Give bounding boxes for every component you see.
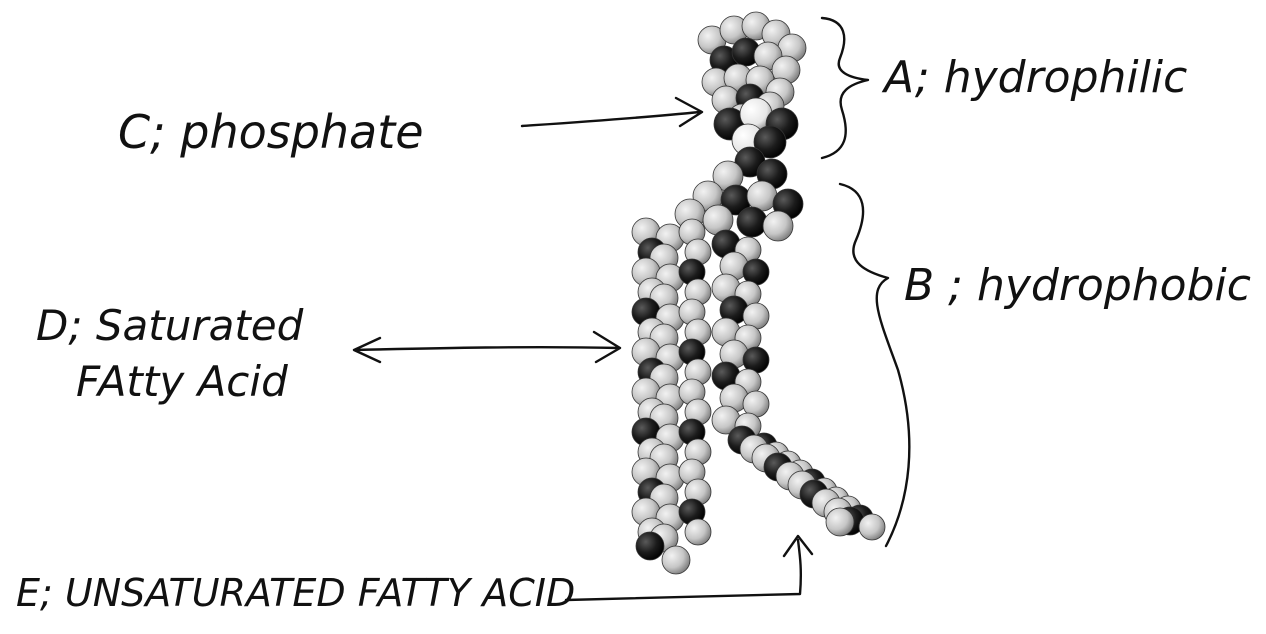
- unsaturated-tail-atom: [826, 508, 854, 536]
- saturated-tail-atom: [662, 546, 690, 574]
- hydrophobic-brace: [840, 184, 909, 546]
- label-c-phosphate: C; phosphate: [118, 105, 424, 159]
- saturated-double-arrow: [354, 332, 620, 362]
- label-d-fatty-acid: FAtty Acid: [76, 357, 288, 406]
- label-e-unsaturated: E; UNSATURATED FATTY ACID: [16, 571, 575, 615]
- hydrophilic-brace: [822, 18, 868, 158]
- glycerol-atom: [763, 211, 793, 241]
- label-d-saturated: D; Saturated: [36, 301, 304, 350]
- unsaturated-fatty-acid-tail: [712, 230, 885, 540]
- unsaturated-tail-atom: [859, 514, 885, 540]
- glycerol-atom: [737, 207, 767, 237]
- unsaturated-arrow: [566, 536, 812, 600]
- label-a-hydrophilic: A; hydrophilic: [881, 52, 1187, 103]
- saturated-tail-atom: [636, 532, 664, 560]
- saturated-fatty-acid-tail: [632, 218, 711, 574]
- label-b-hydrophobic: B ; hydrophobic: [904, 260, 1251, 311]
- saturated-tail-atom: [685, 519, 711, 545]
- glycerol-atom: [747, 181, 777, 211]
- phosphate-arrow: [522, 98, 702, 126]
- phospholipid-molecule: [632, 12, 885, 574]
